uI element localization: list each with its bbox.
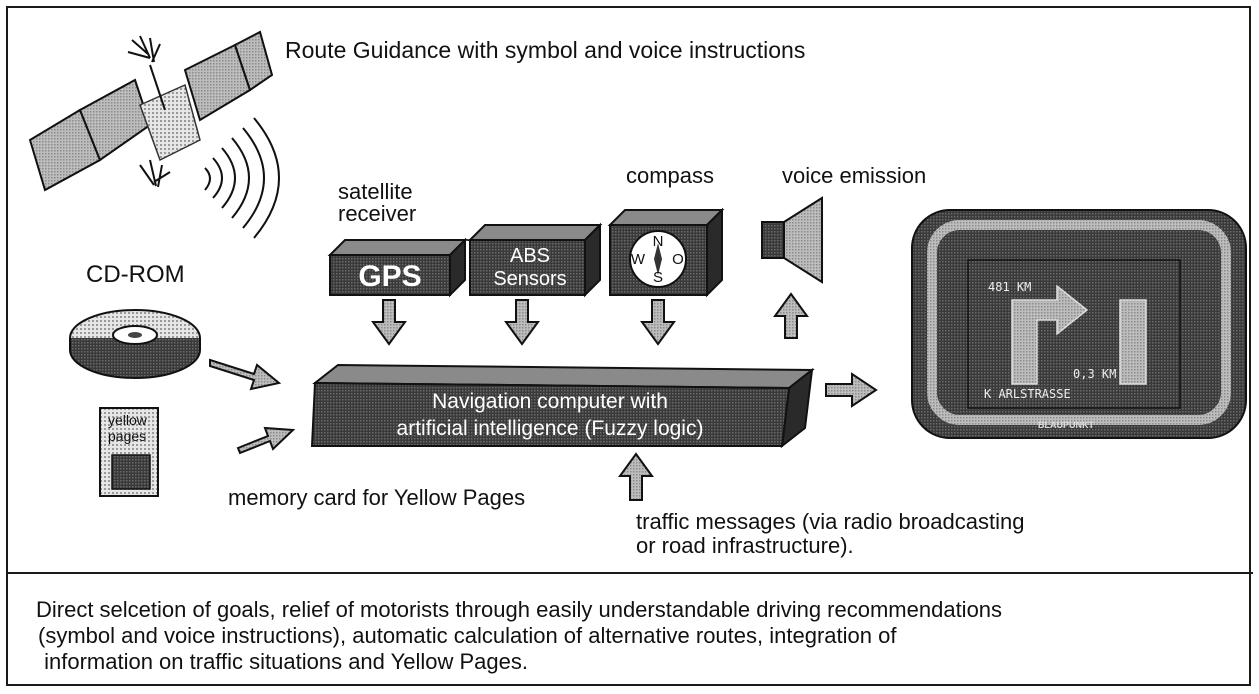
abs-box-label-1: ABS xyxy=(510,245,550,267)
section-divider xyxy=(6,572,1253,574)
display-street-name: K ARLSTRASSE xyxy=(984,387,1071,401)
arrow-abs-down-icon xyxy=(504,299,540,346)
nav-computer-label-2: artificial intelligence (Fuzzy logic) xyxy=(397,417,704,440)
abs-box-label-2: Sensors xyxy=(493,268,566,290)
label-cd-rom: CD-ROM xyxy=(86,261,185,288)
compass-letter-s: S xyxy=(653,269,663,286)
label-traffic-messages-2: or road infrastructure). xyxy=(636,533,854,558)
turn-right-arrow-icon xyxy=(1011,284,1147,385)
nav-computer-label-1: Navigation computer with xyxy=(432,390,668,413)
display-distance-turn: 0,3 KM xyxy=(1073,367,1116,381)
label-satellite-receiver-1: satellite xyxy=(338,179,413,204)
arrow-to-display-icon xyxy=(825,372,878,408)
description-line-2: (symbol and voice instructions), automat… xyxy=(38,623,897,648)
arrow-gps-down-icon xyxy=(371,299,407,346)
yellow-pages-card-icon xyxy=(99,407,159,497)
gps-box xyxy=(327,237,468,298)
label-satellite-receiver-2: receiver xyxy=(338,201,417,226)
description-line-1: Direct selcetion of goals, relief of mot… xyxy=(36,597,1003,622)
display-brand-logo: BLAUPUNKT xyxy=(1038,420,1094,430)
arrow-yellow-pages-icon xyxy=(236,426,296,455)
navigation-display-device xyxy=(911,209,1247,439)
compass-letter-n: N xyxy=(653,233,664,250)
compass-letter-w: W xyxy=(631,251,646,268)
compass-box xyxy=(607,207,725,298)
yellow-pages-card-text-1: yellow xyxy=(108,412,148,428)
arrow-compass-down-icon xyxy=(640,299,676,346)
label-voice-emission: voice emission xyxy=(782,163,927,188)
speaker-icon xyxy=(761,196,823,284)
label-memory-card: memory card for Yellow Pages xyxy=(228,485,526,510)
description-line-3: information on traffic situations and Ye… xyxy=(38,649,529,674)
compass-icon: N W O S xyxy=(631,233,684,286)
satellite-icon xyxy=(28,30,280,239)
yellow-pages-card-text-2: pages xyxy=(108,428,146,444)
display-distance-top: 481 KM xyxy=(988,280,1031,294)
arrow-traffic-up-icon xyxy=(618,452,654,501)
diagram-title: Route Guidance with symbol and voice ins… xyxy=(285,37,806,63)
compass-letter-o: O xyxy=(672,251,684,268)
arrow-voice-up-icon xyxy=(773,292,809,339)
arrow-cd-rom-icon xyxy=(209,358,282,391)
cd-rom-icon xyxy=(69,309,201,379)
label-traffic-messages-1: traffic messages (via radio broadcasting xyxy=(636,509,1025,534)
gps-box-label: GPS xyxy=(358,260,421,293)
navigation-computer-box xyxy=(310,363,815,449)
abs-sensors-box xyxy=(467,222,603,298)
label-compass: compass xyxy=(626,163,715,188)
